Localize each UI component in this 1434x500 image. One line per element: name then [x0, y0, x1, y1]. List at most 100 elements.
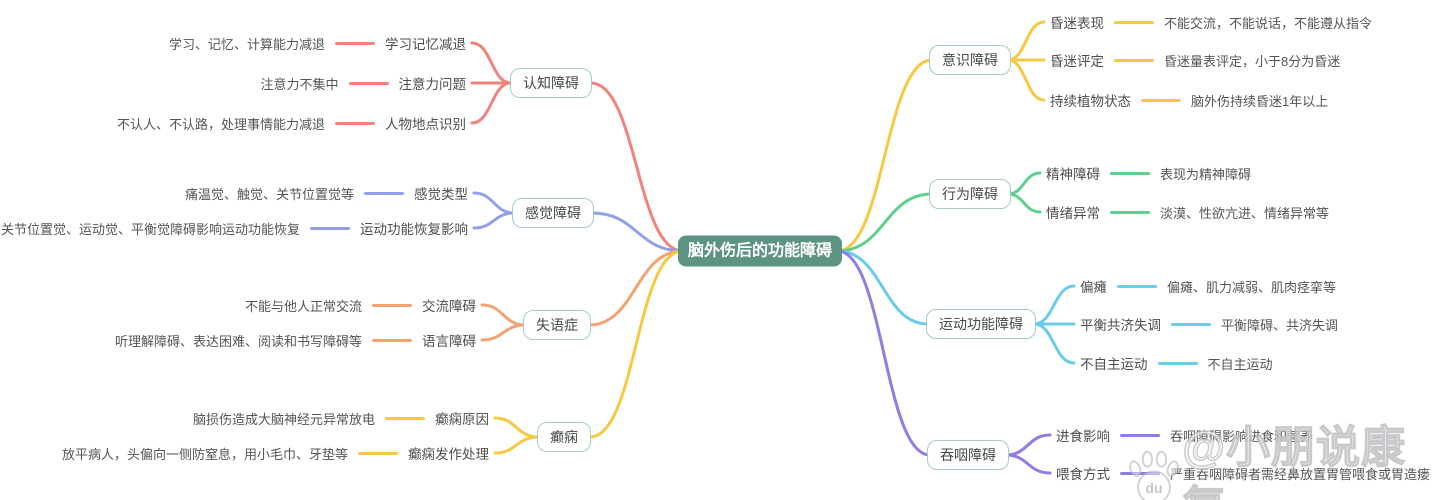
- connector-segment: [372, 338, 412, 342]
- row-motor-function-disorder-0: 偏瘫 偏瘫、肌力减弱、肌肉痉挛等: [1080, 276, 1336, 296]
- connector-segment: [1141, 98, 1181, 102]
- node-consciousness-disorder: 意识障碍: [929, 45, 1011, 75]
- row-consciousness-disorder-2: 持续植物状态 脑外伤持续昏迷1年以上: [1050, 90, 1328, 110]
- connector-curve: [589, 81, 684, 253]
- topic-detail: 偏瘫、肌力减弱、肌肉痉挛等: [1167, 279, 1337, 295]
- connector-curve: [1004, 453, 1052, 475]
- row-cognitive-disorder-0: 学习、记忆、计算能力减退 学习记忆减退: [169, 33, 466, 53]
- connector-segment: [310, 226, 350, 230]
- row-epilepsy-0: 脑损伤造成大脑神经元异常放电癫痫原因: [193, 408, 489, 428]
- connector-segment: [1114, 20, 1154, 24]
- topic-label: 昏迷表现: [1050, 16, 1104, 31]
- row-consciousness-disorder-1: 昏迷评定 昏迷量表评定，小于8分为昏迷: [1050, 50, 1340, 70]
- root-node: 脑外伤后的功能障碍: [677, 235, 843, 267]
- connector-curve: [1004, 433, 1052, 457]
- topic-label: 语言障碍: [422, 334, 476, 349]
- connector-segment: [348, 81, 389, 85]
- connector-segment: [1110, 171, 1150, 175]
- connector-curve: [1006, 58, 1046, 102]
- connector-curve: [480, 303, 527, 327]
- connector-segment: [1171, 322, 1211, 326]
- topic-detail: 不能交流，不能说话，不能遵从指令: [1164, 15, 1373, 31]
- topic-detail: 昏迷量表评定，小于8分为昏迷: [1164, 53, 1341, 69]
- row-sensory-disorder-0: 痛温觉、触觉、关节位置觉等 感觉类型: [185, 183, 468, 203]
- node-aphasia: 失语症: [523, 310, 591, 340]
- node-epilepsy: 癫痫: [537, 422, 591, 452]
- connector-curve: [587, 249, 684, 327]
- connector-curve: [472, 211, 516, 230]
- topic-label: 精神障碍: [1046, 167, 1100, 182]
- connector-curve: [836, 192, 934, 253]
- topic-label: 喂食方式: [1056, 467, 1110, 482]
- topic-detail: 平衡障碍、共济失调: [1221, 317, 1339, 333]
- connector-curve: [836, 249, 932, 457]
- row-behavior-disorder-1: 情绪异常淡漠、性欲亢进、情绪异常等: [1046, 202, 1329, 222]
- topic-label: 学习记忆减退: [385, 37, 466, 52]
- topic-label: 癫痫发作处理: [408, 447, 489, 462]
- row-behavior-disorder-0: 精神障碍 表现为精神障碍: [1046, 163, 1251, 183]
- node-behavior-disorder: 行为障碍: [929, 179, 1011, 209]
- connector-segment: [372, 303, 412, 307]
- connector-curve: [836, 58, 934, 253]
- row-swallowing-disorder-0: 进食影响吞咽障碍影响进食和营养: [1056, 425, 1313, 445]
- topic-detail: 表现为精神障碍: [1160, 166, 1252, 182]
- connector-segment: [385, 416, 425, 420]
- topic-label: 运动功能恢复影响: [360, 222, 468, 237]
- topic-detail: 不自主运动: [1207, 356, 1273, 372]
- connector-curve: [836, 249, 930, 326]
- connector-curve: [470, 41, 513, 85]
- row-cognitive-disorder-2: 不认人、不认路，处理事情能力减退 人物地点识别: [117, 113, 466, 133]
- topic-label: 昏迷评定: [1050, 54, 1104, 69]
- connector-curve: [472, 191, 516, 215]
- topic-label: 持续植物状态: [1050, 94, 1131, 109]
- topic-detail: 听理解障碍、表达困难、阅读和书写障碍等: [114, 333, 362, 349]
- connector-segment: [1117, 284, 1157, 288]
- connector-curve: [1006, 192, 1042, 214]
- connector-segment: [335, 41, 375, 45]
- row-motor-function-disorder-1: 平衡共济失调 平衡障碍、共济失调: [1080, 314, 1338, 334]
- node-swallowing-disorder: 吞咽障碍: [927, 440, 1009, 470]
- connector-curve: [480, 323, 527, 342]
- topic-label: 人物地点识别: [385, 117, 466, 132]
- topic-detail: 脑外伤持续昏迷1年以上: [1191, 93, 1329, 109]
- topic-detail: 脑损伤造成大脑神经元异常放电: [192, 411, 375, 427]
- connector-curve: [1032, 322, 1076, 365]
- connector-curve: [470, 81, 513, 125]
- node-sensory-disorder: 感觉障碍: [512, 198, 594, 228]
- topic-detail: 吞咽障碍影响进食和营养: [1170, 428, 1314, 444]
- connector-segment: [1114, 58, 1154, 62]
- connector-segment: [1120, 471, 1160, 475]
- topic-detail: 不认人、不认路，处理事情能力减退: [116, 116, 325, 132]
- connector-segment: [1120, 433, 1160, 437]
- topic-detail: 不能与他人正常交流: [244, 298, 362, 314]
- row-sensory-disorder-1: 关节位置觉、运动觉、平衡觉障碍影响运动功能恢复 运动功能恢复影响: [1, 218, 468, 238]
- row-aphasia-1: 听理解障碍、表达困难、阅读和书写障碍等 语言障碍: [115, 330, 476, 350]
- topic-detail: 放平病人，头偏向一侧防窒息，用小毛巾、牙垫等: [61, 446, 348, 462]
- connector-segment: [1110, 210, 1150, 214]
- topic-label: 平衡共济失调: [1080, 318, 1161, 333]
- connector-curve: [588, 249, 684, 439]
- node-cognitive-disorder: 认知障碍: [510, 68, 592, 98]
- topic-detail: 痛温觉、触觉、关节位置觉等: [184, 186, 354, 202]
- topic-detail: 淡漠、性欲亢进、情绪异常等: [1160, 205, 1330, 221]
- topic-label: 交流障碍: [422, 299, 476, 314]
- row-motor-function-disorder-2: 不自主运动 不自主运动: [1080, 353, 1273, 373]
- connector-segment: [1157, 361, 1198, 365]
- row-epilepsy-1: 放平病人，头偏向一侧防窒息，用小毛巾、牙垫等 癫痫发作处理: [62, 443, 489, 463]
- topic-detail: 关节位置觉、运动觉、平衡觉障碍影响运动功能恢复: [0, 221, 300, 237]
- row-cognitive-disorder-1: 注意力不集中注意力问题: [260, 73, 466, 93]
- topic-label: 偏瘫: [1080, 280, 1107, 295]
- connector-curve: [590, 211, 684, 253]
- node-motor-function-disorder: 运动功能障碍: [926, 309, 1036, 339]
- topic-detail: 注意力不集中: [260, 76, 339, 92]
- topic-label: 不自主运动: [1080, 357, 1148, 372]
- connector-curve: [1006, 171, 1042, 196]
- topic-detail: 严重吞咽障碍者需经鼻放置胃管喂食或胃造瘘: [1170, 466, 1431, 482]
- connector-curve: [493, 435, 540, 455]
- topic-label: 感觉类型: [414, 187, 468, 202]
- connector-segment: [335, 121, 375, 125]
- topic-detail: 学习、记忆、计算能力减退: [168, 36, 325, 52]
- connector-segment: [358, 451, 398, 455]
